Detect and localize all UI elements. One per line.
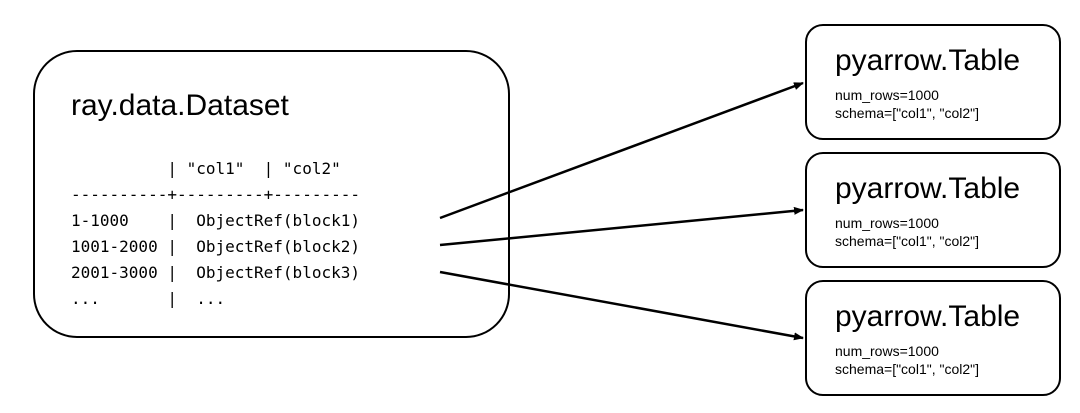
schema-label: schema=["col1", "col2"] bbox=[835, 105, 979, 121]
pyarrow-table-box-1: pyarrow.Table num_rows=1000 schema=["col… bbox=[805, 24, 1061, 140]
dataset-block-table: | "col1" | "col2" ----------+---------+--… bbox=[71, 156, 360, 312]
arrow-block2-to-table2 bbox=[439, 206, 804, 247]
num-rows-label: num_rows=1000 bbox=[835, 87, 939, 103]
pyarrow-table-meta: num_rows=1000 schema=["col1", "col2"] bbox=[835, 214, 979, 250]
table-row-block1: 1-1000 | ObjectRef(block1) bbox=[71, 211, 360, 230]
table-row-block3: 2001-3000 | ObjectRef(block3) bbox=[71, 263, 360, 282]
pyarrow-table-title: pyarrow.Table bbox=[835, 44, 1021, 77]
arrow-block1-to-table1 bbox=[439, 81, 804, 220]
table-row-block2: 1001-2000 | ObjectRef(block2) bbox=[71, 237, 360, 256]
pyarrow-table-title: pyarrow.Table bbox=[835, 300, 1021, 333]
table-row-ellipsis: ... | ... bbox=[71, 289, 226, 308]
dataset-box: ray.data.Dataset | "col1" | "col2" ------… bbox=[33, 50, 510, 338]
table-separator-row: ----------+---------+--------- bbox=[71, 185, 360, 204]
pyarrow-table-box-2: pyarrow.Table num_rows=1000 schema=["col… bbox=[805, 152, 1061, 268]
num-rows-label: num_rows=1000 bbox=[835, 215, 939, 231]
table-header-row: | "col1" | "col2" bbox=[71, 159, 341, 178]
schema-label: schema=["col1", "col2"] bbox=[835, 233, 979, 249]
pyarrow-table-meta: num_rows=1000 schema=["col1", "col2"] bbox=[835, 86, 979, 122]
arrow-block3-to-table3 bbox=[439, 270, 804, 341]
num-rows-label: num_rows=1000 bbox=[835, 343, 939, 359]
pyarrow-table-box-3: pyarrow.Table num_rows=1000 schema=["col… bbox=[805, 280, 1061, 396]
schema-label: schema=["col1", "col2"] bbox=[835, 361, 979, 377]
dataset-title: ray.data.Dataset bbox=[71, 89, 289, 122]
pyarrow-table-meta: num_rows=1000 schema=["col1", "col2"] bbox=[835, 342, 979, 378]
pyarrow-table-title: pyarrow.Table bbox=[835, 172, 1021, 205]
